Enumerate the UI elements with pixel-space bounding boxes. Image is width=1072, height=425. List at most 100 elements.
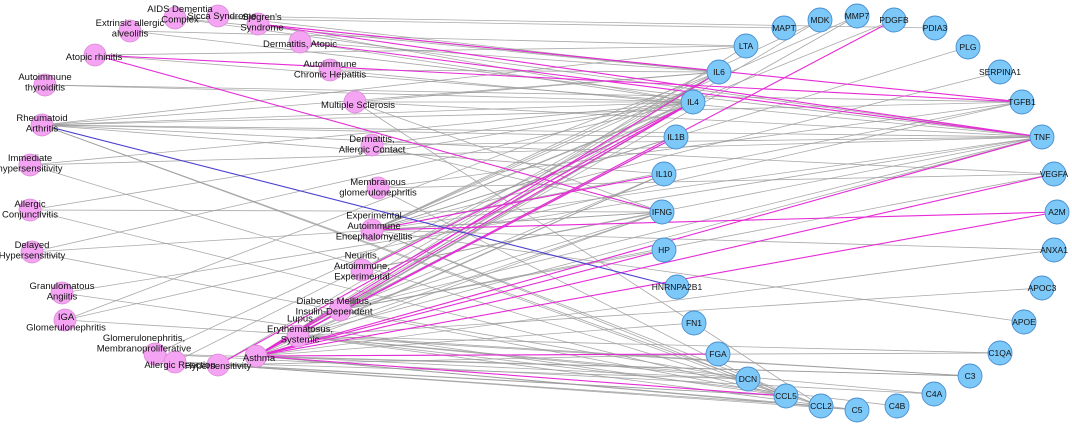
gene-node-MDK[interactable] xyxy=(807,7,833,33)
disease-label-allergic_reaction: Allergic Reaction xyxy=(144,360,215,371)
gene-node-FGA[interactable] xyxy=(705,341,731,367)
gene-node-PDIA3[interactable] xyxy=(922,15,948,41)
gene-label-HP: HP xyxy=(658,245,670,255)
gene-node-C4A[interactable] xyxy=(921,381,947,407)
edge-magenta-derm_atopic-TNF xyxy=(299,41,1043,138)
disease-node-lupus[interactable] xyxy=(286,324,310,348)
gene-node-CCL2[interactable] xyxy=(808,393,834,419)
gene-node-CCL5[interactable] xyxy=(773,383,799,409)
disease-node-extrinsic[interactable] xyxy=(118,19,142,43)
edge-gray-imm_hyper-TNF xyxy=(29,136,1043,166)
disease-node-neuritis[interactable] xyxy=(350,258,374,282)
gene-node-MMP7[interactable] xyxy=(844,3,870,29)
gene-node-PLG[interactable] xyxy=(955,34,981,60)
edge-gray-membranous-TGFB1 xyxy=(377,101,1023,189)
disease-label-line: Autoimmune xyxy=(347,221,400,232)
disease-node-aids[interactable] xyxy=(163,6,187,30)
edge-gray-neuritis-IL6 xyxy=(361,71,720,271)
gene-node-IL4[interactable] xyxy=(680,89,706,115)
disease-node-ms[interactable] xyxy=(343,90,367,114)
gene-node-VEGFA[interactable] xyxy=(1041,161,1067,187)
gene-node-HP[interactable] xyxy=(651,237,677,263)
disease-node-granulomatous[interactable] xyxy=(50,281,74,305)
gene-node-MAPT[interactable] xyxy=(771,15,797,41)
gene-node-HNRNPA2B1[interactable] xyxy=(664,274,690,300)
gene-node-C1QA[interactable] xyxy=(987,340,1013,366)
disease-label-line: Granulomatous xyxy=(30,281,95,292)
disease-node-ra[interactable] xyxy=(30,113,54,137)
gene-node-APOC3[interactable] xyxy=(1029,275,1055,301)
disease-node-hypersens[interactable] xyxy=(206,353,230,377)
edge-gray-lupus-C4B xyxy=(297,335,898,407)
gene-node-IL6[interactable] xyxy=(706,59,732,85)
gene-label-IL10: IL10 xyxy=(656,169,673,179)
disease-node-aichep[interactable] xyxy=(318,58,342,82)
edge-gray-hypersens-C5 xyxy=(217,364,858,411)
gene-label-C4A: C4A xyxy=(926,389,943,399)
gene-node-IL1B[interactable] xyxy=(663,124,689,150)
disease-node-derm_atopic[interactable] xyxy=(288,30,312,54)
gene-node-IL10[interactable] xyxy=(651,161,677,187)
edge-gray-ra-LTA xyxy=(41,45,747,126)
edge-gray-eae-ANXA1 xyxy=(371,229,1055,251)
disease-label-ms: Multiple Sclerosis xyxy=(321,100,395,111)
nodes-layer xyxy=(18,3,1070,423)
edge-gray-diabetes-TNF xyxy=(339,136,1043,311)
gene-label-PDIA3: PDIA3 xyxy=(923,23,948,33)
disease-node-sjogren[interactable] xyxy=(246,12,270,36)
disease-node-gn_mp[interactable] xyxy=(143,342,167,366)
gene-node-LTA[interactable] xyxy=(733,33,759,59)
edge-gray-granulomatous-TNF xyxy=(61,136,1043,294)
disease-node-imm_hyper[interactable] xyxy=(18,153,42,177)
edge-gray-lupus-APOC3 xyxy=(297,287,1043,337)
disease-node-delayed[interactable] xyxy=(20,240,44,264)
disease-node-diabetes[interactable] xyxy=(328,298,352,322)
disease-label-line: Angiitis xyxy=(47,291,78,302)
gene-node-DCN[interactable] xyxy=(735,366,761,392)
disease-node-iga[interactable] xyxy=(53,308,77,332)
gene-node-PDGFB[interactable] xyxy=(881,7,907,33)
disease-label-neuritis: Neuritis,Autoimmune,Experimental xyxy=(334,251,390,283)
disease-label-asthma: Asthma xyxy=(243,353,276,364)
edge-gray-iga-C3 xyxy=(64,319,971,377)
disease-label-line: Autoimmune xyxy=(18,72,71,83)
disease-node-asthma[interactable] xyxy=(244,344,268,368)
disease-label-sicca: Sicca Syndrome xyxy=(187,11,256,22)
gene-label-DCN: DCN xyxy=(739,374,757,384)
disease-node-allergic_conj[interactable] xyxy=(18,198,42,222)
gene-node-TGFB1[interactable] xyxy=(1009,89,1035,115)
gene-node-C5[interactable] xyxy=(844,397,870,423)
edge-gray-ms-IFNG xyxy=(354,101,663,213)
edge-gray-imm_hyper-IL4 xyxy=(29,101,694,166)
gene-node-C3[interactable] xyxy=(957,363,983,389)
gene-node-TNF[interactable] xyxy=(1029,124,1055,150)
gene-node-SERPINA1[interactable] xyxy=(987,59,1013,85)
edge-magenta-atopic_rhinitis-IFNG xyxy=(94,54,663,213)
gene-label-MAPT: MAPT xyxy=(772,23,796,33)
disease-node-membranous[interactable] xyxy=(366,176,390,200)
edge-gray-derm_contact-IL4 xyxy=(371,101,694,146)
gene-node-IFNG[interactable] xyxy=(649,199,675,225)
gene-node-APOE[interactable] xyxy=(1011,309,1037,335)
disease-node-eae[interactable] xyxy=(360,218,384,242)
gene-label-APOE: APOE xyxy=(1012,317,1036,327)
disease-node-derm_contact[interactable] xyxy=(360,133,384,157)
edge-gray-asthma-DCN xyxy=(255,355,749,380)
edge-magenta-asthma-TNF xyxy=(255,136,1043,357)
disease-node-sicca[interactable] xyxy=(206,4,230,28)
gene-node-C4B[interactable] xyxy=(884,393,910,419)
edge-gray-lupus-IL4 xyxy=(297,101,694,337)
edge-gray-asthma-FN1 xyxy=(255,322,695,357)
disease-node-allergic_reaction[interactable] xyxy=(163,350,187,374)
disease-node-aithy[interactable] xyxy=(33,73,57,97)
gene-node-FN1[interactable] xyxy=(681,310,707,336)
gene-node-A2M[interactable] xyxy=(1044,199,1070,225)
disease-node-atopic_rhinitis[interactable] xyxy=(83,43,107,67)
disease-label-derm_atopic: Dermatitis, Atopic xyxy=(263,39,337,50)
gene-node-ANXA1[interactable] xyxy=(1041,237,1067,263)
gene-label-C5: C5 xyxy=(852,405,863,415)
